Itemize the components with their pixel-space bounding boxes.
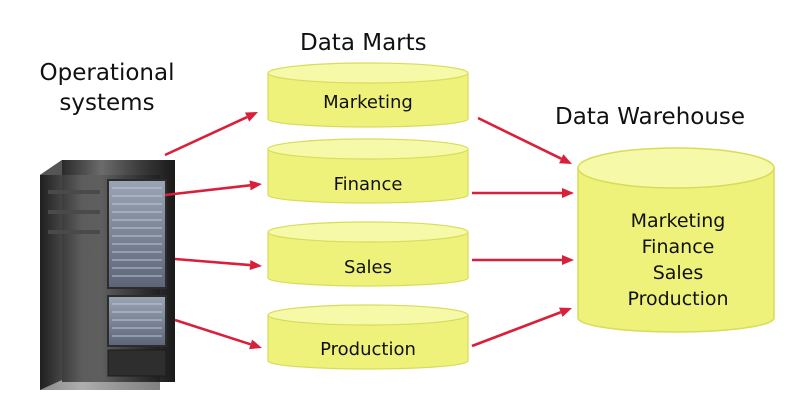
arrow-shaft: [471, 311, 562, 348]
arrow-marketing-to-warehouse: [477, 116, 572, 164]
mart-cylinder-body: [267, 72, 469, 128]
mart-cylinder-top: [267, 138, 469, 160]
arrow-shaft: [174, 257, 251, 267]
mart-label-production: Production: [320, 339, 416, 360]
arrow-server-to-production: [174, 318, 262, 350]
arrow-shaft: [477, 116, 562, 160]
flow-arrows: [164, 112, 574, 350]
arrow-shaft: [164, 184, 251, 197]
arrow-head: [562, 255, 574, 265]
arrow-head: [562, 188, 574, 198]
operational-systems-line1: Operational: [39, 60, 175, 86]
arrow-sales-to-warehouse: [472, 255, 574, 265]
operational-systems-label: Operational systems: [22, 58, 192, 118]
data-mart-cylinders: [267, 62, 469, 370]
dw-item-production: Production: [627, 288, 729, 310]
server-tower-icon: [40, 160, 175, 390]
mart-label-marketing: Marketing: [323, 92, 413, 113]
arrow-head: [249, 339, 262, 350]
arrow-production-to-warehouse: [471, 307, 572, 348]
arrow-server-to-sales: [174, 257, 262, 271]
arrow-head: [249, 180, 262, 191]
mart-cylinder-finance: [267, 138, 469, 204]
arrow-server-to-marketing: [164, 112, 258, 157]
mart-label-finance: Finance: [333, 174, 403, 195]
arrow-finance-to-warehouse: [472, 188, 574, 198]
arrow-shaft: [174, 318, 251, 346]
data-warehouse-cylinder: [577, 147, 775, 333]
dw-item-finance: Finance: [641, 236, 715, 258]
data-marts-title: Data Marts: [300, 30, 427, 56]
mart-cylinder-body: [267, 314, 469, 370]
mart-cylinder-top: [267, 221, 469, 243]
data-warehouse-contents: Marketing Finance Sales Production: [590, 208, 766, 312]
mart-label-sales: Sales: [344, 257, 392, 278]
data-warehouse-title: Data Warehouse: [555, 104, 746, 130]
mart-cylinder-top: [267, 304, 469, 326]
arrow-server-to-finance: [164, 180, 262, 197]
arrow-head: [249, 260, 262, 271]
mart-cylinder-sales: [267, 221, 469, 287]
arrow-head: [559, 154, 572, 164]
mart-cylinder-production: [267, 304, 469, 370]
mart-cylinder-marketing: [267, 62, 469, 128]
mart-cylinder-body: [267, 231, 469, 287]
arrow-head: [245, 112, 258, 122]
arrow-head: [559, 307, 572, 317]
operational-systems-line2: systems: [59, 90, 155, 116]
dw-item-sales: Sales: [652, 262, 704, 284]
mart-cylinder-body: [267, 148, 469, 204]
mart-cylinder-top: [267, 62, 469, 84]
arrow-shaft: [164, 115, 248, 157]
dw-item-marketing: Marketing: [630, 210, 726, 232]
